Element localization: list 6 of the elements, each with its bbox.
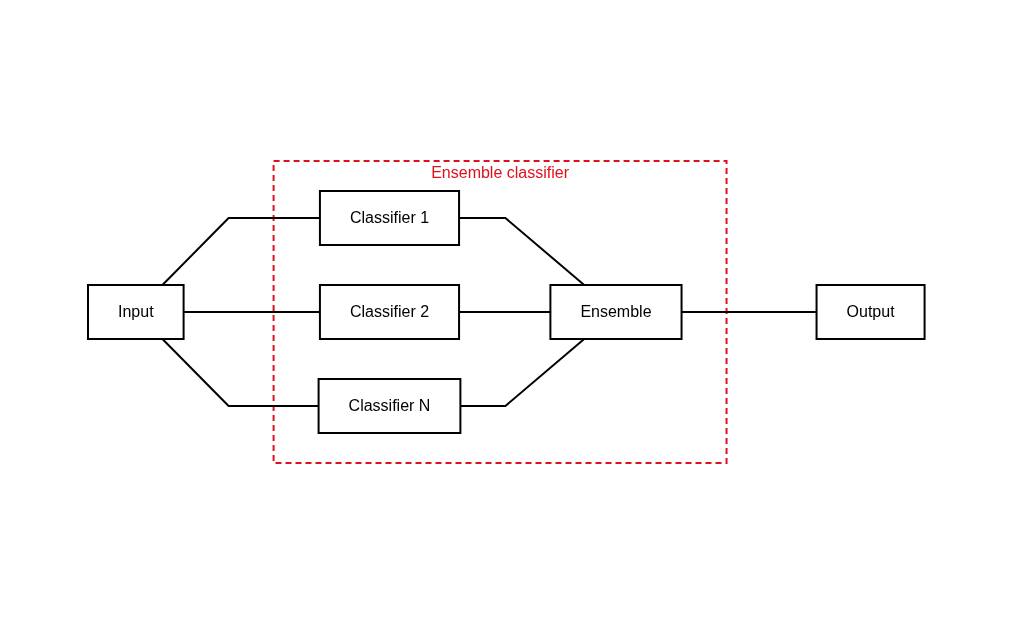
node-box: Ensemble — [549, 284, 683, 340]
node-box: Output — [815, 284, 926, 340]
node-box: Input — [87, 284, 185, 340]
node-box: Classifier 1 — [319, 190, 461, 246]
node-box: Classifier N — [317, 378, 462, 434]
node-box: Classifier 2 — [319, 284, 461, 340]
